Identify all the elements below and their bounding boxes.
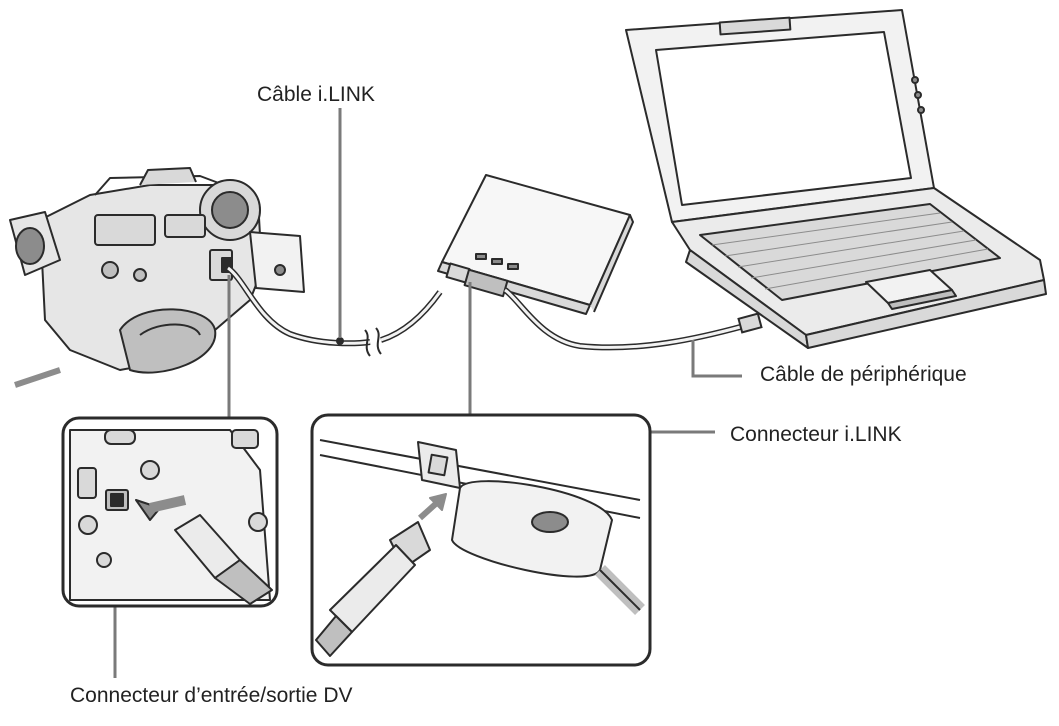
inset-drive-ilink-port — [310, 413, 652, 667]
label-cable-ilink: Câble i.LINK — [257, 83, 375, 106]
peripheral-cable — [503, 287, 763, 351]
label-cable-peripheral: Câble de périphérique — [760, 363, 967, 386]
external-drive — [437, 174, 634, 315]
camcorder — [9, 167, 305, 388]
ilink-cable — [226, 265, 443, 357]
label-connector-dv: Connecteur d’entrée/sortie DV — [70, 684, 353, 707]
laptop — [625, 9, 1047, 349]
inset-camcorder-dv-port — [61, 416, 279, 608]
label-connector-ilink: Connecteur i.LINK — [730, 423, 902, 446]
leader-cable-peripheral — [691, 340, 742, 378]
